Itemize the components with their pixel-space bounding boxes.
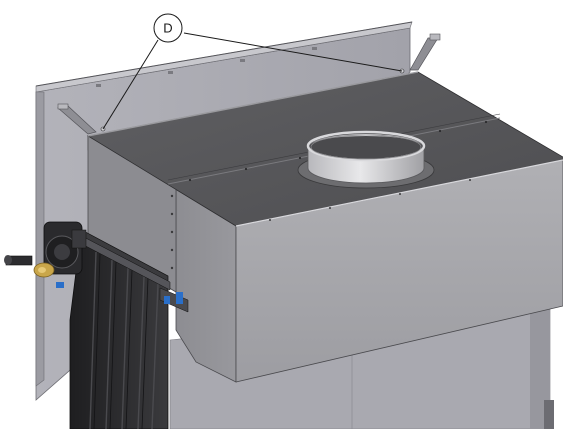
mounting-bracket-left — [57, 103, 97, 135]
heater-unit — [69, 227, 189, 429]
mounting-bracket-right — [409, 33, 441, 71]
duct-collar — [297, 130, 435, 189]
callout-circle — [153, 13, 183, 43]
callout-label: D — [163, 21, 172, 36]
leader-line-left — [102, 39, 159, 130]
pump-valve — [4, 221, 183, 304]
blue-fitting — [56, 282, 64, 288]
callout-d: D — [102, 13, 403, 130]
leader-line-right — [183, 32, 403, 72]
